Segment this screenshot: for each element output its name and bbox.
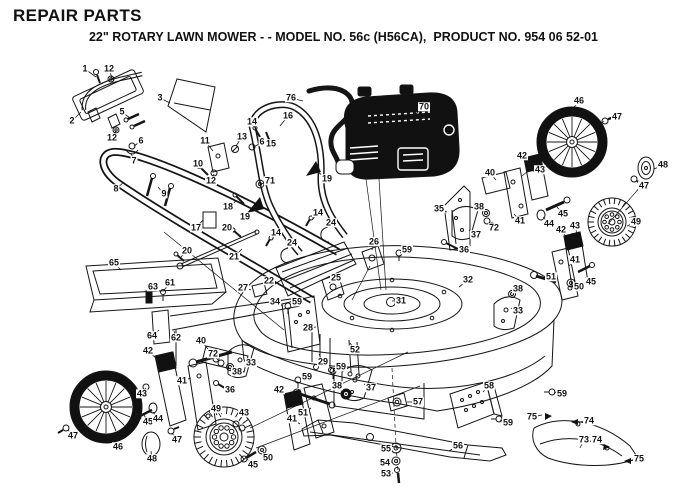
deflector-illustration xyxy=(533,413,638,466)
blade-illustration xyxy=(302,382,506,483)
engine-illustration xyxy=(309,85,459,179)
adjuster-bracket-illustrations xyxy=(143,154,595,450)
model-subtitle: 22" ROTARY LAWN MOWER - - MODEL NO. 56c … xyxy=(88,30,599,44)
page-title: REPAIR PARTS xyxy=(13,6,142,25)
deck-illustration xyxy=(86,240,562,423)
handle-assembly-illustration xyxy=(72,69,345,300)
wheel-illustrations xyxy=(58,107,654,467)
